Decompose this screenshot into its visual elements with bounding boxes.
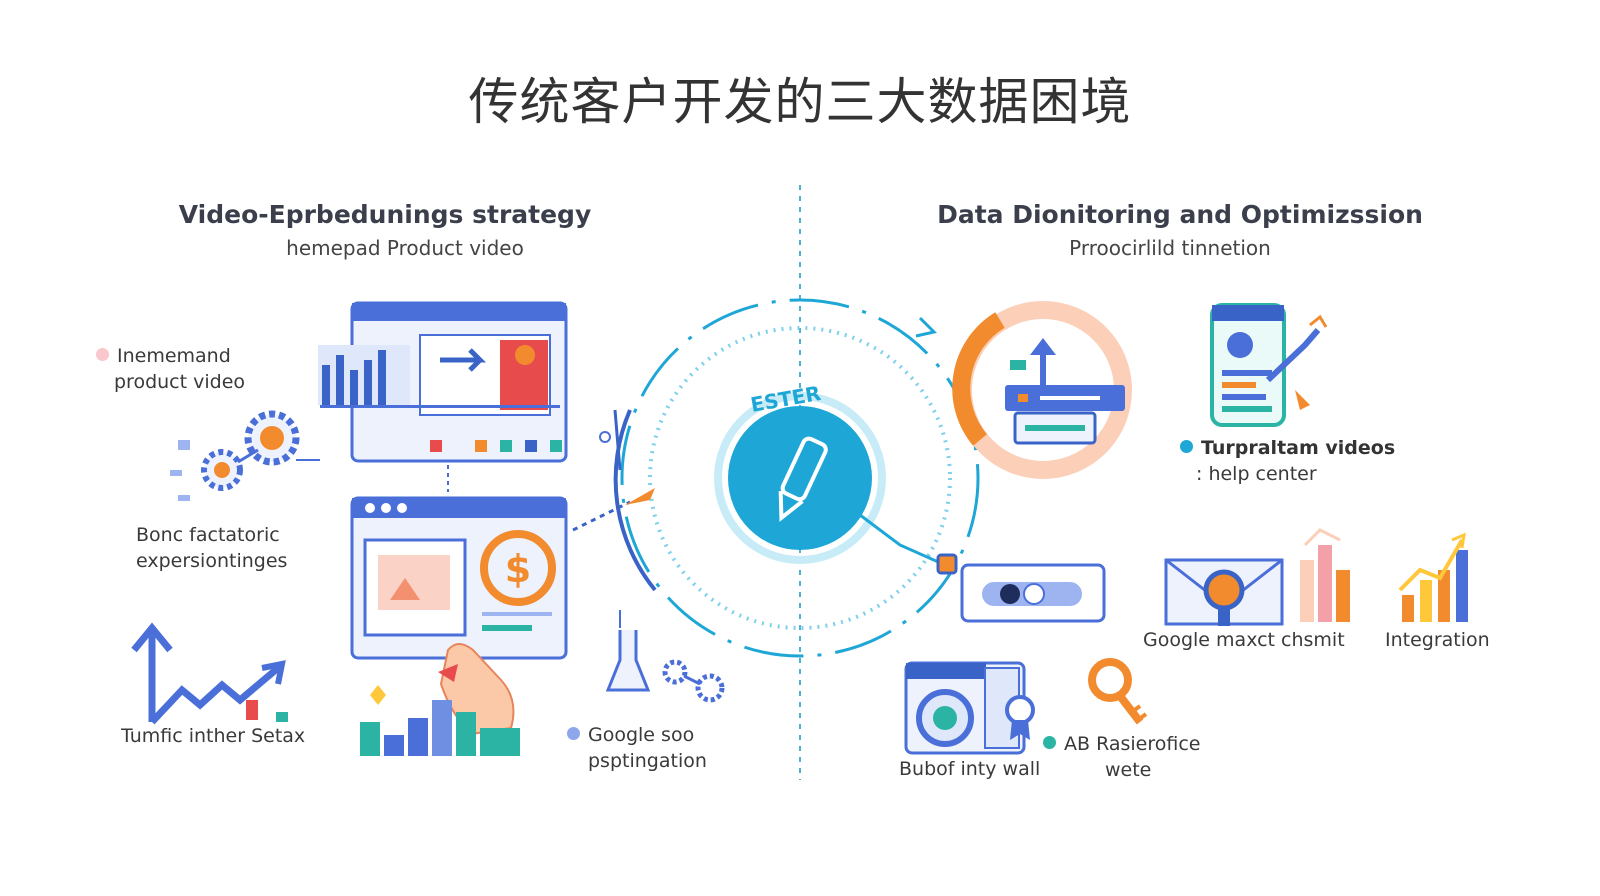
svg-text:$: $ [505,547,531,591]
left-section-subtitle: hemepad Product video [286,236,524,260]
connector-line [859,513,946,567]
bar-chart-icon [360,685,520,756]
label-google-line2: psptingation [588,750,707,772]
label-inemand-line1: Inememand [117,345,231,367]
outer-ring [620,298,980,658]
center-disc [728,406,872,550]
integration-chart-icon [1398,532,1468,622]
toggle-icon [960,563,1106,623]
dotted-ring [648,326,952,630]
label-inemand-line2: product video [114,371,246,393]
label-turpraltam-line1: Turpraltam videos [1201,437,1396,459]
growth-bars-icon [1300,528,1350,622]
left-arc [613,409,657,592]
label-bubof: Bubof inty wall [899,758,1041,780]
label-ab-line1: AB Rasierofice [1064,733,1201,755]
label-bonc-line2: expersiontinges [136,550,288,572]
label-turpraltam-line2: : help center [1196,463,1317,485]
page-title: 传统客户开发的三大数据困境 [468,73,1132,131]
label-bonc: Bonc factatoric expersiontinges [136,522,287,574]
pen-icon [778,436,828,522]
beaker-icon [605,610,725,703]
right-section-subtitle: Prroocirlild tinnetion [1069,236,1271,260]
inner-halo [714,392,886,564]
left-section-title: Video-Eprbedunings strategy [178,200,592,229]
blue-dot-icon [567,727,580,740]
label-google-maxct: Google maxct chsmit [1143,629,1345,651]
washing-machine-icon [904,661,1035,755]
label-google-soo: Google soo psptingation [567,722,707,774]
connector-node [936,553,958,575]
label-ab-line2: wete [1105,759,1152,781]
center-hub [613,298,980,658]
label-tumfic: Tumfic inther Setax [121,725,306,747]
key-icon [1088,658,1148,725]
rocket-icon [572,409,655,532]
video-player-icon [318,301,568,463]
envelope-icon [1164,558,1284,626]
gear-icon [170,410,320,501]
mobile-dashboard-icon [1210,303,1328,427]
label-integration: Integration [1385,629,1490,651]
pink-dot-icon [96,348,109,361]
label-inemand: Inememand product video [96,343,245,395]
trend-arrow-icon [131,622,288,725]
label-turpraltam: Turpraltam videos : help center [1180,435,1395,487]
label-google-line1: Google soo [588,724,695,746]
teal-dot-icon [1043,736,1056,749]
dollar-icon: $ [350,496,568,660]
right-section-title: Data Dionitoring and Optimizssion [937,200,1423,229]
cyan-dot-icon [1180,440,1193,453]
label-bonc-line1: Bonc factatoric [136,524,280,546]
label-ab-rasierofice: AB Rasierofice wete [1043,731,1201,783]
router-icon [952,301,1132,479]
arc-arrow-head [915,316,937,338]
